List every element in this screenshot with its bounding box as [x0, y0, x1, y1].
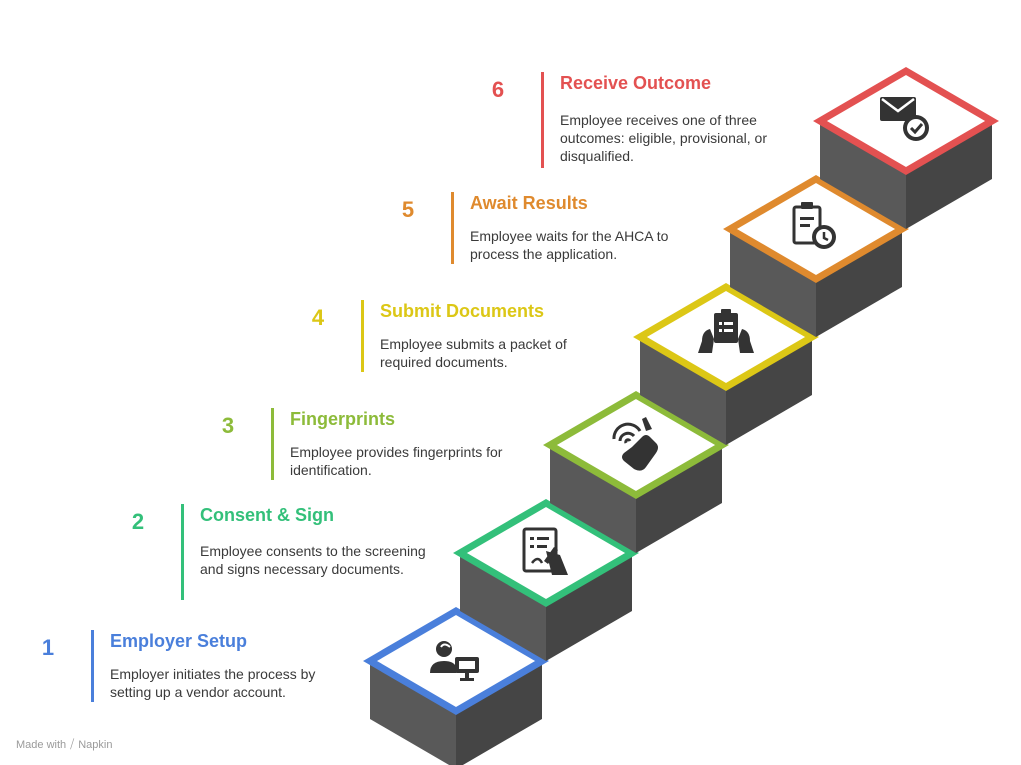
step-number: 2	[131, 509, 145, 534]
step-title: Await Results	[470, 193, 588, 213]
fingerprint-hand-icon	[612, 417, 658, 471]
step-4	[633, 282, 819, 445]
step-description: Employee consents to the screening and s…	[200, 543, 426, 577]
step-description: Employee provides fingerprints for ident…	[290, 444, 503, 478]
step-accent-bar	[451, 192, 454, 264]
step-accent-bar	[271, 408, 274, 480]
step-number: 6	[491, 77, 505, 102]
step-5	[723, 174, 909, 337]
step-left-face	[460, 553, 546, 661]
step-number: 5	[401, 197, 415, 222]
made-with-label: Made with	[16, 738, 67, 751]
step-1	[363, 606, 549, 765]
step-left-face	[640, 337, 726, 445]
step-description: Employee receives one of three outcomes:…	[560, 112, 767, 164]
step-title: Receive Outcome	[560, 73, 712, 93]
step-6	[813, 66, 999, 229]
clipboard-clock-icon	[792, 202, 836, 249]
step-top-inner	[558, 399, 714, 491]
signing-document-icon	[522, 527, 568, 575]
step-title: Consent & Sign	[200, 505, 334, 525]
step-right-face	[636, 445, 722, 553]
step-right-face	[546, 553, 632, 661]
step-accent-bar	[541, 72, 544, 168]
step-right-face	[816, 229, 902, 337]
step-left-face	[550, 445, 636, 553]
step-number: 1	[41, 635, 55, 660]
user-computer-icon	[430, 641, 479, 681]
step-right-face	[726, 337, 812, 445]
step-left-face	[370, 661, 456, 765]
brand-label: Napkin	[78, 738, 113, 751]
step-top-inner	[378, 615, 534, 707]
envelope-check-icon	[880, 97, 929, 141]
step-accent-bar	[181, 504, 184, 600]
step-title: Fingerprints	[290, 409, 396, 429]
step-accent-bar	[361, 300, 364, 372]
step-number: 3	[221, 413, 235, 438]
step-right-face	[456, 661, 542, 765]
step-top	[453, 498, 639, 608]
step-accent-bar	[91, 630, 94, 702]
step-left-face	[730, 229, 816, 337]
step-description: Employer initiates the process by settin…	[110, 666, 316, 700]
napkin-logo-icon: ⧸	[70, 737, 75, 751]
step-title: Submit Documents	[380, 301, 545, 321]
step-top-inner	[828, 75, 984, 167]
step-3	[543, 390, 729, 553]
clipboard-hands-icon	[698, 309, 754, 353]
step-top-inner	[738, 183, 894, 275]
step-2	[453, 498, 639, 661]
footer-credit: Made with ⧸ Napkin	[16, 737, 112, 752]
step-left-face	[820, 121, 906, 229]
step-top-inner	[648, 291, 804, 383]
step-description: Employee submits a packet of required do…	[380, 336, 567, 370]
step-top-inner	[468, 507, 624, 599]
step-right-face	[906, 121, 992, 229]
step-number: 4	[311, 305, 325, 330]
step-description: Employee waits for the AHCA to process t…	[470, 228, 669, 262]
step-title: Employer Setup	[110, 631, 248, 651]
